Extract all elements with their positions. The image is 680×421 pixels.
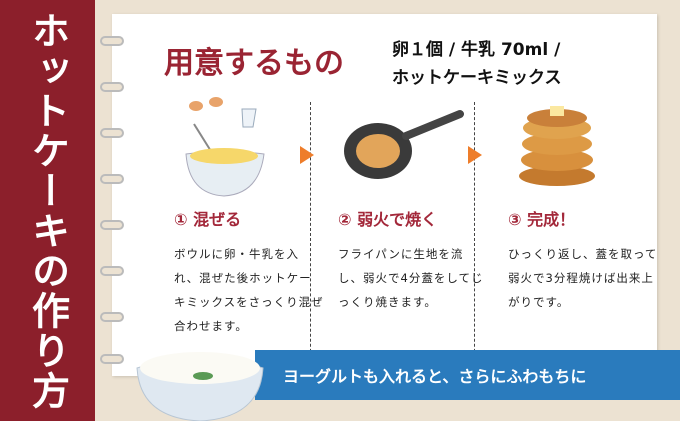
ring-icon [100, 36, 124, 46]
pancake-stack-illustration [519, 106, 595, 186]
ring-icon [100, 266, 124, 276]
tip-text: ヨーグルトも入れると、さらにふわもちに [283, 367, 587, 386]
ingredient-line: 卵１個 / 牛乳 70ml / [392, 40, 561, 60]
step-text: ひっくり返し、蓋を取って弱火で3分程焼けば出来上がりです。 [508, 247, 658, 309]
side-title: ホットケーキの作り方 [25, 10, 70, 411]
yogurt-bowl-illustration [136, 352, 264, 421]
step-done: ③ 完成！ ひっくり返し、蓋を取って弱火で3分程焼けば出来上がりです。 [508, 206, 658, 314]
ingredient-line: ホットケーキミックス [392, 68, 562, 88]
step-heading: ③ 完成！ [508, 210, 576, 229]
ring-icon [100, 82, 124, 92]
step-cook: ② 弱火で焼く フライパンに生地を流し、弱火で4分蓋をしてじっくり焼きます。 [338, 206, 488, 314]
step-divider [310, 102, 311, 372]
ring-icon [100, 220, 124, 230]
ring-icon [100, 354, 124, 364]
step-divider [474, 102, 475, 372]
mixing-bowl-illustration [185, 97, 265, 197]
arrow-right-icon [300, 146, 314, 164]
step-heading: ① 混ぜる [174, 210, 242, 229]
step-mix: ① 混ぜる ボウルに卵・牛乳を入れ、混ぜた後ホットケーキミックスをさっくり混ぜ合… [174, 206, 324, 338]
recipe-card: 用意するもの 卵１個 / 牛乳 70ml / ホットケーキミックス ① 混ぜる … [100, 14, 658, 376]
tip-banner: ヨーグルトも入れると、さらにふわもちに [255, 350, 680, 400]
ingredients-title: 用意するもの [164, 46, 344, 81]
step-text: フライパンに生地を流し、弱火で4分蓋をしてじっくり焼きます。 [338, 247, 484, 309]
frying-pan-illustration [344, 110, 464, 179]
side-title-panel: ホットケーキの作り方 [0, 0, 95, 421]
ring-icon [100, 174, 124, 184]
arrow-right-icon [468, 146, 482, 164]
step-text: ボウルに卵・牛乳を入れ、混ぜた後ホットケーキミックスをさっくり混ぜ合わせます。 [174, 247, 324, 333]
step-heading: ② 弱火で焼く [338, 210, 438, 229]
ring-icon [100, 312, 124, 322]
ingredients-list: 卵１個 / 牛乳 70ml / ホットケーキミックス [392, 36, 562, 92]
ring-icon [100, 128, 124, 138]
